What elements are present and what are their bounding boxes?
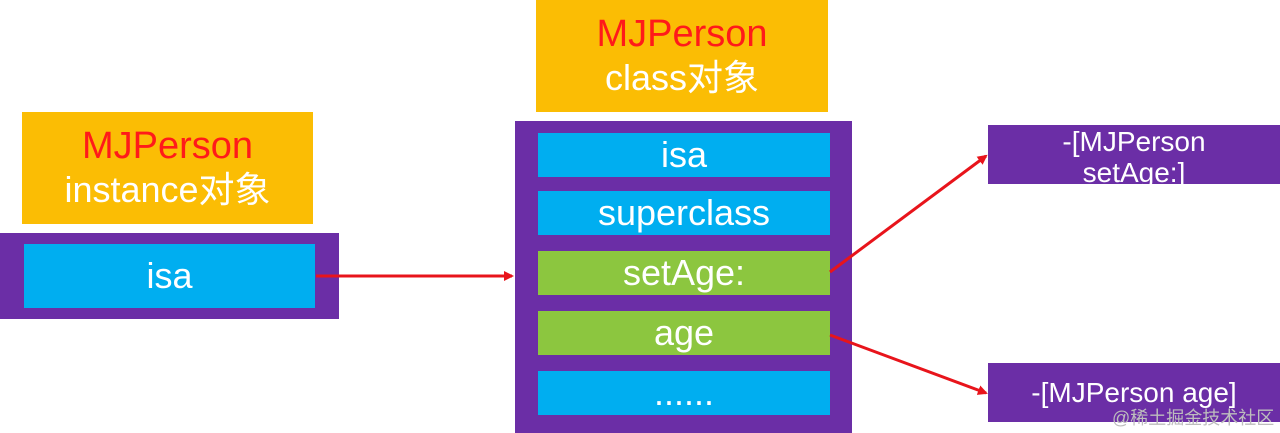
- age-to-method-arrow: [829, 333, 988, 395]
- watermark-text: @稀土掘金技术社区: [1112, 408, 1275, 428]
- instance-title-box: MJPerson instance对象: [22, 112, 313, 224]
- age-method-box: -[MJPerson age]: [988, 363, 1280, 422]
- setage-method-box: -[MJPerson setAge:]: [988, 125, 1280, 184]
- class-age-slot: age: [538, 311, 830, 355]
- class-object-label: class对象: [604, 57, 760, 99]
- class-isa-slot: isa: [538, 133, 830, 177]
- class-class-name: MJPerson: [596, 13, 768, 56]
- instance-isa-slot: isa: [24, 244, 315, 308]
- class-title-box: MJPerson class对象: [536, 0, 828, 112]
- age-method-line: -[MJPerson age]: [1031, 376, 1237, 408]
- class-superclass-slot: superclass: [538, 191, 830, 235]
- instance-object-label: instance对象: [64, 169, 271, 211]
- setage-method-line1: -[MJPerson: [1062, 126, 1206, 157]
- setage-method-line2: setAge:]: [1082, 157, 1186, 184]
- class-more-slot: ......: [538, 371, 830, 415]
- class-setage-slot: setAge:: [538, 251, 830, 295]
- setage-to-method-arrow: [829, 154, 988, 274]
- instance-class-name: MJPerson: [81, 125, 254, 168]
